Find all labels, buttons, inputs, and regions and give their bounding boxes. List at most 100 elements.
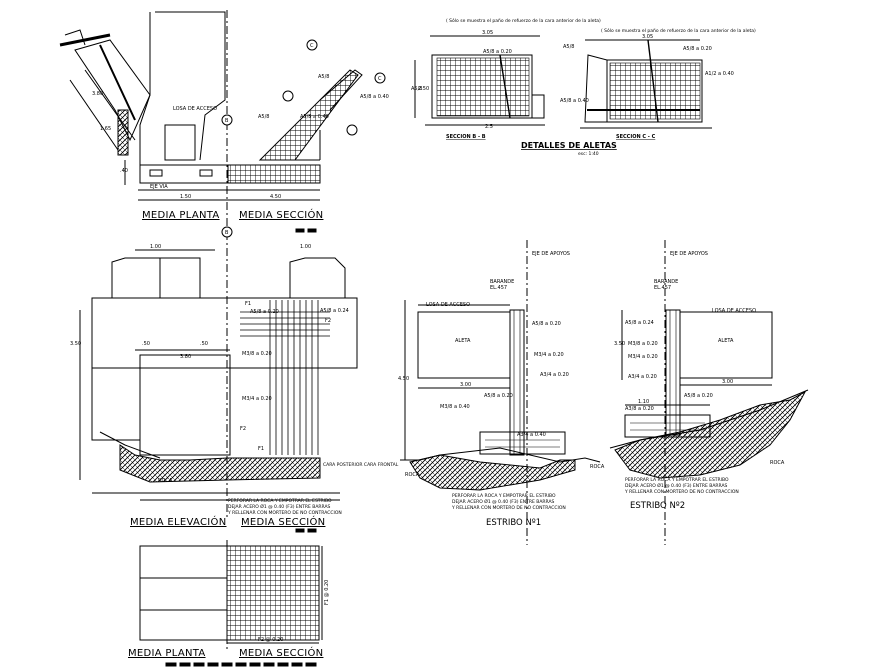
mid-left-elevation: B 1.00 1.00 3.80: [70, 226, 399, 533]
svg-text:3.80: 3.80: [180, 354, 191, 360]
svg-text:A3/8 a 0.20: A3/8 a 0.20: [625, 406, 654, 412]
bottom-left-plan: F1 @ 0.20 F2 @ 0.20: [139, 540, 330, 667]
svg-text:F2: F2: [240, 426, 246, 432]
svg-text:A5/8: A5/8: [411, 86, 422, 92]
svg-text:.40: .40: [120, 168, 128, 174]
svg-text:A3/4 a 0.20: A3/4 a 0.20: [628, 374, 657, 380]
svg-text:PERFORAR LA ROCA Y EMPOTRAR EL: PERFORAR LA ROCA Y EMPOTRAR EL ESTRIBO: [452, 493, 556, 499]
svg-text:C: C: [310, 43, 314, 49]
svg-text:EJE DE APOYOS: EJE DE APOYOS: [532, 251, 570, 257]
svg-text:A5/8: A5/8: [318, 74, 329, 80]
caption-bottom-plan: MEDIA PLANTA: [128, 648, 206, 659]
svg-text:A3/4 a 0.40: A3/4 a 0.40: [517, 432, 546, 438]
svg-text:4.50: 4.50: [398, 376, 409, 382]
svg-text:PERFORAR LA ROCA Y EMPOTRAR EL: PERFORAR LA ROCA Y EMPOTRAR EL ESTRIBO: [625, 477, 729, 483]
estribo-1: EJE DE APOYOS BARANDE EL.457 ALETA LOSA …: [398, 240, 605, 545]
svg-text:3.00: 3.00: [722, 379, 733, 385]
svg-text:CARA POSTERIOR CARA FRONTAL: CARA POSTERIOR CARA FRONTAL: [323, 462, 399, 468]
svg-text:1.10: 1.10: [638, 399, 649, 405]
svg-text:Y RELLENAR CON MORTERO DE NO C: Y RELLENAR CON MORTERO DE NO CONTRACCION: [624, 489, 739, 495]
svg-text:EJE VIA: EJE VIA: [150, 184, 168, 190]
svg-text:DEJAR ACERO Ø1 @ 0.40 (F3) ENT: DEJAR ACERO Ø1 @ 0.40 (F3) ENTRE BARRAS: [452, 498, 555, 505]
svg-text:.50: .50: [200, 341, 208, 347]
caption-mid-section: MEDIA SECCIÓN: [241, 517, 326, 528]
top-left-plan: 3.80 1.65 LOSA DE ACCESO A5/8 A5/8 a 0.4…: [59, 10, 389, 233]
svg-text:F2 @ 0.20: F2 @ 0.20: [258, 637, 283, 643]
svg-text:ALETA: ALETA: [455, 338, 471, 344]
svg-text:M3/4 a 0.20: M3/4 a 0.20: [628, 354, 658, 360]
svg-text:ROCA: ROCA: [770, 460, 785, 466]
svg-text:1.65: 1.65: [100, 126, 111, 132]
svg-text:LOSA DE ACCESO: LOSA DE ACCESO: [712, 308, 756, 314]
svg-text:A5/8: A5/8: [563, 44, 574, 50]
svg-text:BARANDE: BARANDE: [654, 279, 678, 285]
svg-text:DEJAR ACERO Ø1 @ 0.40 (F3) ENT: DEJAR ACERO Ø1 @ 0.40 (F3) ENTRE BARRAS: [228, 503, 331, 510]
svg-text:F1 @ 0.20: F1 @ 0.20: [324, 580, 330, 605]
svg-text:4.50: 4.50: [270, 194, 281, 200]
svg-text:C: C: [378, 76, 382, 82]
svg-text:1.00: 1.00: [150, 244, 161, 250]
svg-text:A5/8 a 0.40: A5/8 a 0.40: [560, 98, 589, 104]
svg-text:A5/8 a 0.40: A5/8 a 0.40: [360, 94, 389, 100]
svg-text:A3/4 a 0.20: A3/4 a 0.20: [540, 372, 569, 378]
svg-text:LOSA DE ACCESO: LOSA DE ACCESO: [173, 106, 217, 112]
svg-text:M3/8 a 0.20: M3/8 a 0.20: [242, 351, 272, 357]
svg-text:A5/8 a 0.20: A5/8 a 0.20: [532, 321, 561, 327]
svg-text:ROCA: ROCA: [158, 478, 173, 484]
svg-text:M3/4 a 0.20: M3/4 a 0.20: [242, 396, 272, 402]
svg-text:A5/8 a 0.24: A5/8 a 0.24: [625, 320, 654, 326]
svg-text:PERFORAR LA ROCA Y EMPOTRAR EL: PERFORAR LA ROCA Y EMPOTRAR EL ESTRIBO: [228, 498, 332, 504]
svg-text:EL.457: EL.457: [654, 285, 671, 291]
svg-text:A5/8 a 0.24: A5/8 a 0.24: [320, 308, 349, 314]
svg-text:1.00: 1.00: [300, 244, 311, 250]
svg-text:M3/8 a 0.40: M3/8 a 0.40: [440, 404, 470, 410]
svg-text:F1: F1: [245, 301, 251, 307]
svg-text:3.00: 3.00: [460, 382, 471, 388]
estribo-2: EJE DE APOYOS BARANDE EL.457 ALETA LOSA …: [609, 240, 809, 545]
svg-text:SECCION B - B: SECCION B - B: [446, 134, 486, 140]
svg-text:A5/8 a 0.20: A5/8 a 0.20: [483, 49, 512, 55]
svg-text:2.5: 2.5: [485, 124, 493, 130]
svg-text:2.50: 2.50: [418, 86, 429, 92]
caption-bottom-section: MEDIA SECCIÓN: [239, 648, 324, 659]
svg-text:EJE DE APOYOS: EJE DE APOYOS: [670, 251, 708, 257]
svg-text:B: B: [225, 230, 229, 236]
svg-text:A1/2 a 0.40: A1/2 a 0.40: [705, 71, 734, 77]
svg-text:( Sólo se muestra el paño de r: ( Sólo se muestra el paño de refuerzo de…: [446, 17, 601, 24]
svg-text:ESTRIBO Nº2: ESTRIBO Nº2: [630, 501, 685, 511]
svg-text:F1: F1: [258, 446, 264, 452]
svg-text:( Sólo se muestra el paño de r: ( Sólo se muestra el paño de refuerzo de…: [601, 27, 756, 34]
svg-text:B: B: [225, 118, 229, 124]
svg-text:A5/8 a 0.20: A5/8 a 0.20: [484, 393, 513, 399]
svg-text:M3/8 a 0.20: M3/8 a 0.20: [628, 341, 658, 347]
svg-text:ROCA: ROCA: [590, 464, 605, 470]
svg-text:ROCA: ROCA: [405, 472, 420, 478]
svg-text:EL.457: EL.457: [490, 285, 507, 291]
svg-text:A5/8: A5/8: [258, 114, 269, 120]
caption-mid-elevation: MEDIA ELEVACIÓN: [130, 517, 227, 528]
aletas-detail: ( Sólo se muestra el paño de refuerzo de…: [411, 17, 756, 157]
svg-text:ALETA: ALETA: [718, 338, 734, 344]
svg-text:A5/8 a 0.20: A5/8 a 0.20: [683, 46, 712, 52]
svg-text:M3/4 a 0.20: M3/4 a 0.20: [534, 352, 564, 358]
svg-text:3.50: 3.50: [614, 341, 625, 347]
svg-text:esc: 1:40: esc: 1:40: [578, 151, 599, 157]
svg-text:3.05: 3.05: [642, 34, 653, 40]
svg-text:A5/8 a 0.40: A5/8 a 0.40: [300, 114, 329, 120]
svg-text:DETALLES DE ALETAS: DETALLES DE ALETAS: [521, 141, 617, 150]
svg-text:Y RELLENAR CON MORTERO DE NO C: Y RELLENAR CON MORTERO DE NO CONTRACCION: [227, 510, 342, 516]
svg-text:BARANDE: BARANDE: [490, 279, 514, 285]
svg-text:Y RELLENAR CON MORTERO DE NO C: Y RELLENAR CON MORTERO DE NO CONTRACCION: [451, 505, 566, 511]
svg-text:1.50: 1.50: [180, 194, 191, 200]
svg-text:SECCION C - C: SECCION C - C: [616, 134, 656, 140]
svg-text:.50: .50: [142, 341, 150, 347]
svg-text:3.50: 3.50: [70, 341, 81, 347]
svg-text:F2: F2: [325, 318, 331, 324]
svg-text:DEJAR ACERO Ø1 @ 0.40 (F3) ENT: DEJAR ACERO Ø1 @ 0.40 (F3) ENTRE BARRAS: [625, 482, 728, 489]
caption-top-section: MEDIA SECCIÓN: [239, 210, 324, 221]
svg-text:A5/8 a 0.20: A5/8 a 0.20: [250, 309, 279, 315]
svg-text:ESTRIBO Nº1: ESTRIBO Nº1: [486, 518, 541, 528]
svg-text:A5/8 a 0.20: A5/8 a 0.20: [684, 393, 713, 399]
svg-text:3.80: 3.80: [92, 91, 103, 97]
